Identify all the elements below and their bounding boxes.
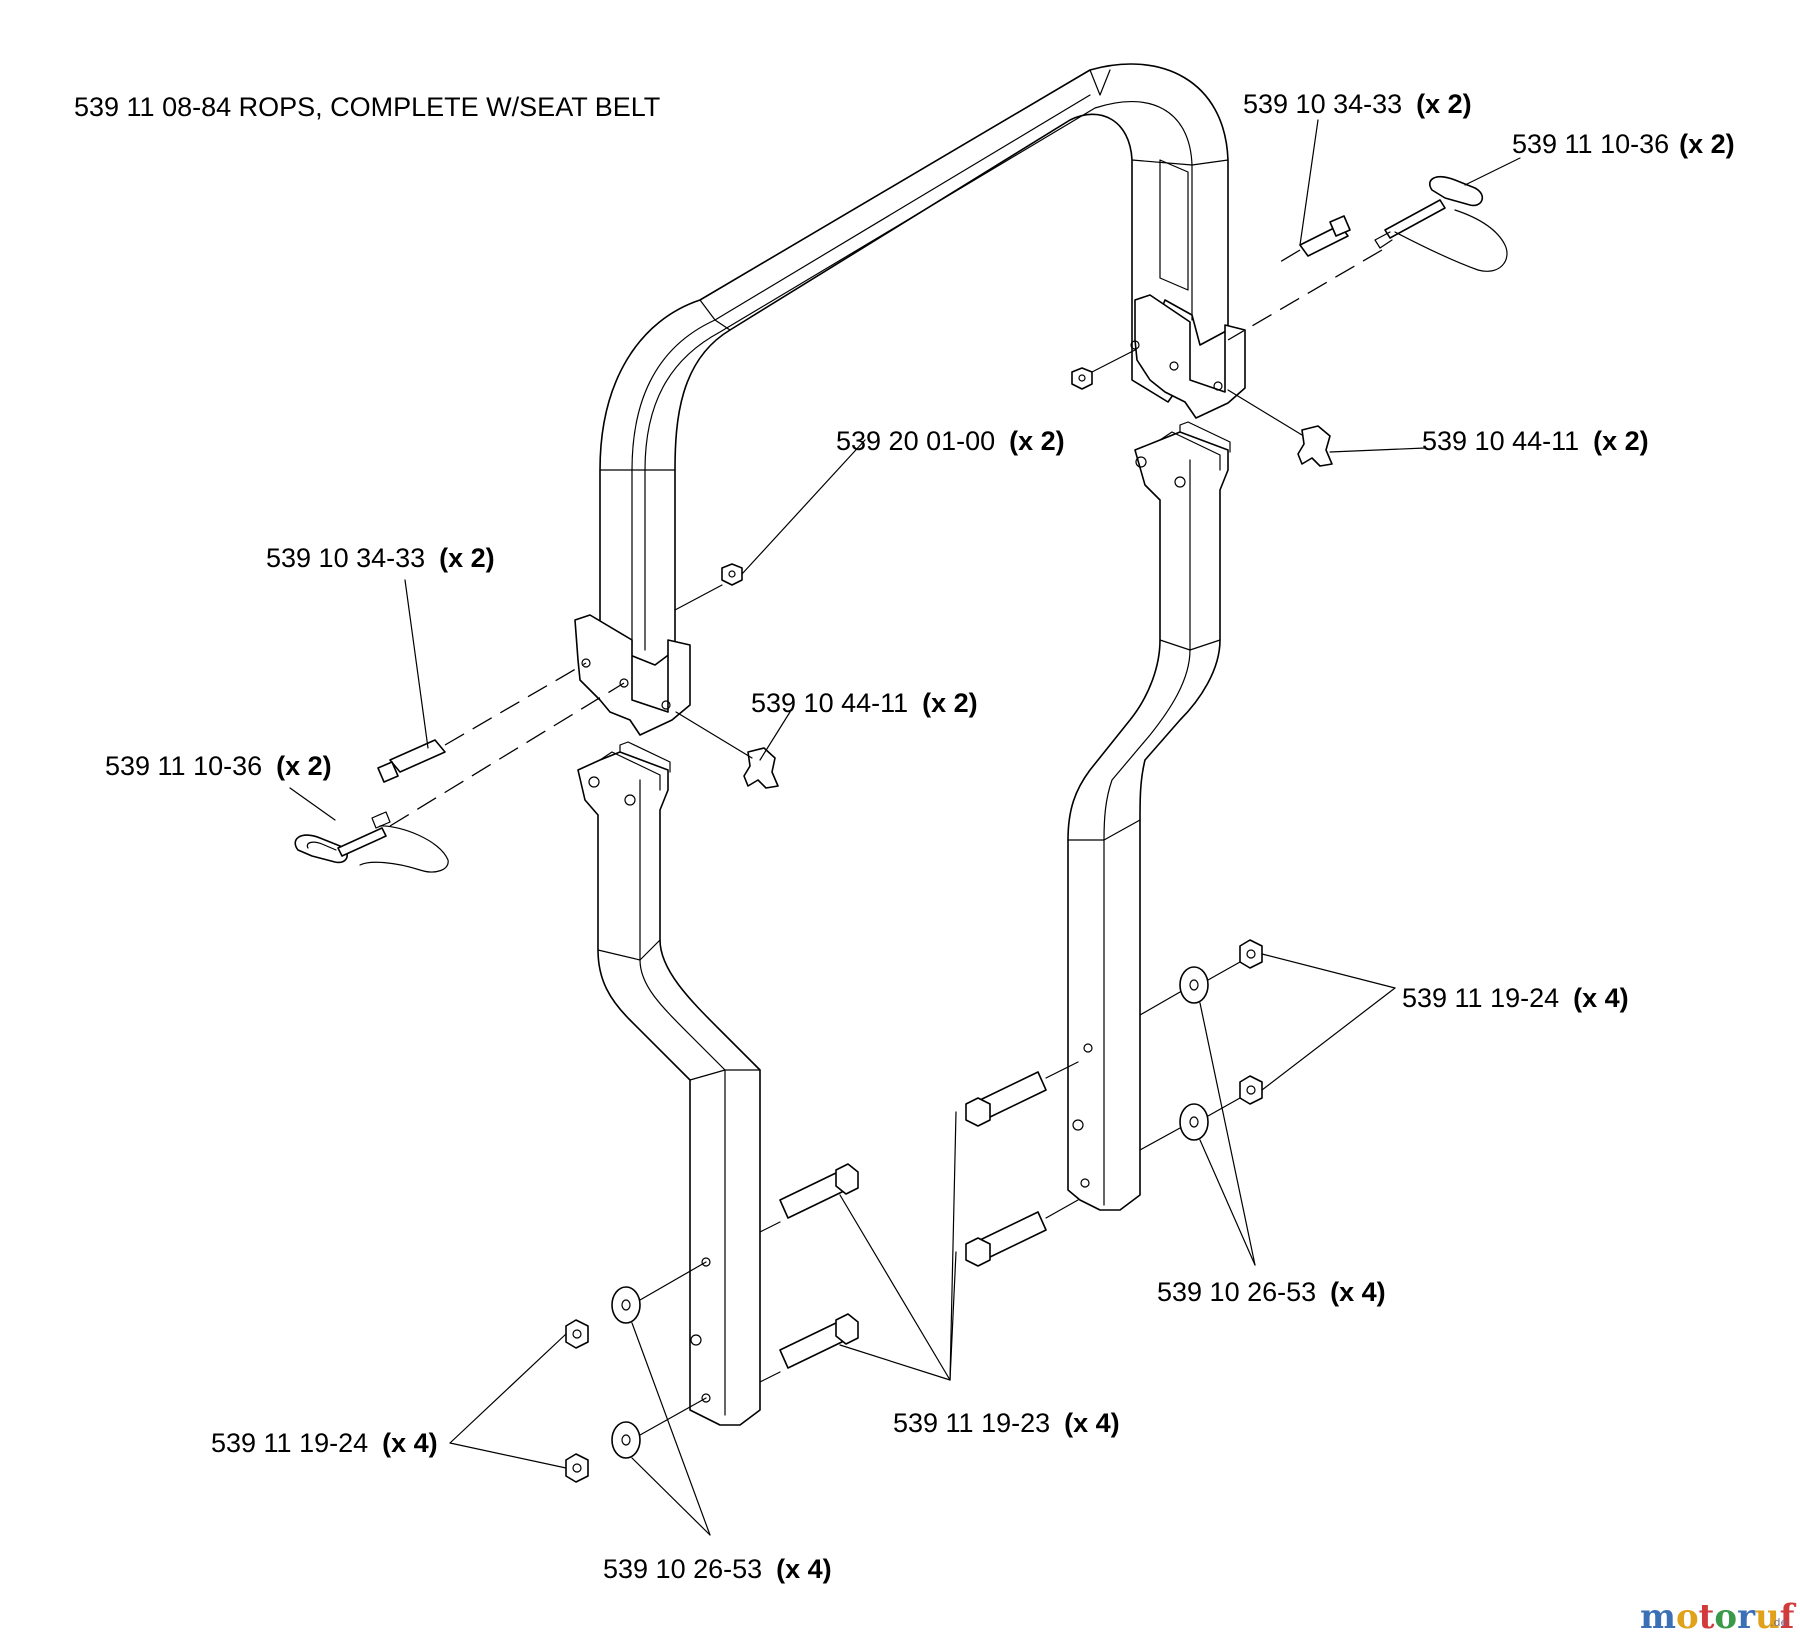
leader-lines: [289, 119, 1521, 1536]
rops-upper-hoop: [574, 63, 1246, 736]
watermark-logo: motoruf .de: [1640, 1597, 1797, 1637]
lower-right-hardware: [965, 939, 1263, 1267]
diagram-title: 539 11 08-84 ROPS, COMPLETE W/SEAT BELT: [74, 92, 660, 122]
clevis-pin-left: [377, 739, 446, 783]
knob-left-top: [743, 747, 779, 789]
bolt-right-lower: [965, 1211, 1047, 1267]
hitch-pin-right: [1374, 175, 1508, 272]
label-knob-left: 539 10 44-11(x 2): [751, 688, 978, 718]
watermark-letter: f: [1780, 1597, 1797, 1637]
svg-text:motoruf: motoruf: [1640, 1597, 1797, 1637]
watermark-letter: r: [1737, 1597, 1756, 1637]
label-lock-nut: 539 20 01-00(x 2): [836, 426, 1065, 456]
washer-right-lower: [1179, 1103, 1209, 1141]
label-knob-right: 539 10 44-11(x 2): [1422, 426, 1649, 456]
label-nut-right: 539 11 19-24(x 4): [1402, 983, 1629, 1013]
rops-left-lower-post: [577, 741, 761, 1426]
lock-nut-left-top: [721, 563, 743, 586]
nut-right-upper: [1239, 939, 1263, 969]
label-nut-left: 539 11 19-24(x 4): [211, 1428, 438, 1458]
watermark-letter: t: [1699, 1597, 1715, 1637]
watermark-letter: o: [1676, 1597, 1699, 1637]
lock-nut-right-top: [1071, 367, 1093, 390]
hitch-pin-left: [294, 811, 449, 873]
washer-right-upper: [1179, 966, 1209, 1004]
washer-left-upper: [611, 1286, 641, 1324]
watermark-letter: m: [1640, 1597, 1676, 1637]
label-hitch-pin-right: 539 11 10-36(x 2): [1512, 129, 1735, 159]
label-washer-right: 539 10 26-53(x 4): [1157, 1277, 1386, 1307]
nut-left-upper: [565, 1319, 589, 1349]
label-clevis-pin-left: 539 10 34-33(x 2): [266, 543, 495, 573]
bolt-left-upper: [779, 1163, 859, 1219]
lower-left-hardware: [565, 1163, 859, 1483]
nut-left-lower: [565, 1453, 589, 1483]
nut-right-lower: [1239, 1075, 1263, 1105]
bolt-right-upper: [965, 1071, 1047, 1127]
knob-right-top: [1297, 425, 1333, 467]
label-bolt: 539 11 19-23(x 4): [893, 1408, 1120, 1438]
washer-left-lower: [611, 1421, 641, 1459]
label-clevis-pin-right: 539 10 34-33(x 2): [1243, 89, 1472, 119]
watermark-letter: o: [1714, 1597, 1737, 1637]
label-hitch-pin-left: 539 11 10-36(x 2): [105, 751, 332, 781]
bolt-left-lower: [779, 1313, 859, 1369]
clevis-pin-right: [1299, 215, 1351, 257]
left-top-hardware: [294, 563, 779, 873]
watermark-suffix: .de: [1770, 1616, 1787, 1629]
right-top-hardware: [1071, 175, 1508, 467]
rops-right-lower-post: [1067, 421, 1231, 1211]
watermark-letter: u: [1755, 1597, 1780, 1637]
label-washer-left: 539 10 26-53(x 4): [603, 1554, 832, 1584]
